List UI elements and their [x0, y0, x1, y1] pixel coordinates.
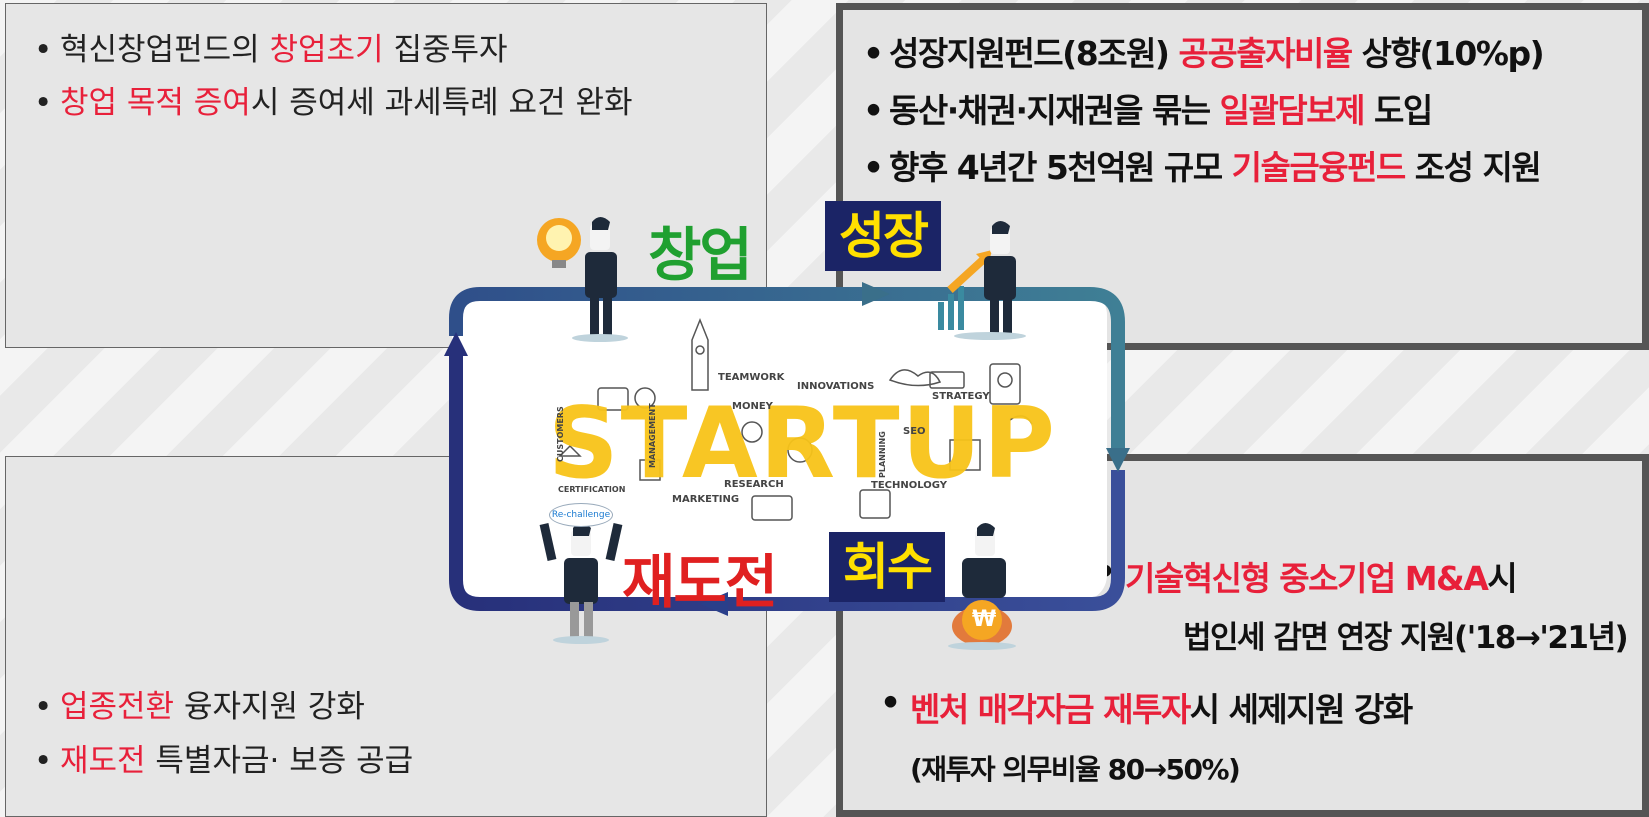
startup-bullet: 창업 목적 증여시 증여세 과세특례 요건 완화: [26, 77, 632, 130]
rechallenge-badge: Re-challenge: [549, 503, 613, 527]
doodle-label-marketing: MARKETING: [672, 494, 740, 505]
bullet-text: 상향(10%p): [1351, 34, 1545, 73]
stage-label-restart: 재도전: [622, 548, 778, 616]
businessman-startup-figure: [572, 217, 628, 342]
bullet-highlight: 창업초기: [269, 32, 384, 68]
businessman-exit-figure: [948, 523, 1016, 650]
doodle-label-planning: PLANNING: [878, 431, 887, 478]
doodle-label-innovations: INNOVATIONS: [797, 381, 875, 392]
exit-bullet-reinvest: 벤처 매각자금 재투자시 세제지원 강화: [880, 683, 1414, 731]
bullet-text: 성장지원펀드(8조원): [889, 34, 1179, 73]
bullet-text: 집중투자: [383, 32, 508, 68]
bullet-highlight: 재도전: [60, 743, 146, 779]
arrow-right-icon: [862, 282, 890, 306]
bullet-text: 시 세제지원 강화: [1189, 690, 1414, 729]
startup-cycle-hub: [452, 289, 1107, 601]
bullet-text: 향후 4년간 5천억원 규모: [889, 148, 1232, 187]
arrow-left-icon: [700, 592, 728, 616]
doodle-label-strategy: STRATEGY: [932, 391, 990, 402]
bullet-highlight: 일괄담보제: [1219, 91, 1366, 130]
bullet-text: 특별자금· 보증 공급: [145, 743, 414, 779]
doodle-label-management: MANAGEMENT: [648, 403, 657, 468]
bullet-highlight: 공공출자비율: [1178, 34, 1354, 73]
stage-label-growth: 성장: [825, 201, 941, 271]
lightbulb-icon: [537, 218, 581, 268]
stage-label-startup: 창업: [648, 221, 753, 289]
won-coin-icon: ₩: [972, 607, 997, 632]
growth-bullet: 성장지원펀드(8조원) 공공출자비율 상향(10%p): [855, 25, 1545, 82]
arrow-up-icon: [444, 332, 468, 356]
doodle-label-research: RESEARCH: [724, 479, 784, 490]
bullet-text: 융자지원 강화: [174, 689, 365, 725]
bullet-text: 시 증여세 과세특례 요건 완화: [250, 85, 633, 121]
bullet-text: 동산·채권·지재권을 묶는: [889, 91, 1220, 130]
startup-bullet-list: 혁신창업펀드의 창업초기 집중투자 창업 목적 증여시 증여세 과세특례 요건 …: [26, 24, 632, 130]
doodle-label-seo: SEO: [903, 426, 926, 437]
restart-bullet: 업종전환 융자지원 강화: [26, 680, 413, 734]
bullet-text: 조성 지원: [1404, 148, 1542, 187]
exit-bullet-reinvest-detail: (재투자 의무비율 80→50%): [910, 753, 1241, 786]
growth-bullet: 동산·채권·지재권을 묶는 일괄담보제 도입: [855, 82, 1543, 139]
bullet-highlight: 기술혁신형 중소기업 M&A: [1125, 559, 1489, 598]
businessman-restart-figure: [539, 523, 623, 644]
restart-bullet: 재도전 특별자금· 보증 공급: [26, 734, 413, 788]
startup-bullet: 혁신창업펀드의 창업초기 집중투자: [26, 24, 632, 77]
doodle-label-customers: CUSTOMERS: [556, 406, 565, 462]
restart-bullet-list: 업종전환 융자지원 강화 재도전 특별자금· 보증 공급: [26, 680, 413, 788]
bullet-highlight: 벤처 매각자금 재투자: [910, 690, 1191, 729]
doodle-label-money: MONEY: [732, 401, 773, 412]
bullet-highlight: 창업 목적 증여: [60, 85, 251, 121]
cycle-path-top: [449, 287, 1125, 448]
bullet-highlight: 기술금융펀드: [1231, 148, 1407, 187]
arrow-down-icon: [1106, 448, 1130, 472]
growth-bullet: 향후 4년간 5천억원 규모 기술금융펀드 조성 지원: [855, 139, 1543, 196]
cycle-path-bottom: [449, 352, 1125, 611]
startup-title: STARTUP: [548, 387, 1057, 501]
exit-bullet-ma: 기술혁신형 중소기업 M&A시: [1095, 552, 1518, 600]
bullet-text: 혁신창업펀드의: [60, 32, 270, 68]
bullet-text: 도입: [1363, 91, 1433, 130]
stage-label-exit: 회수: [829, 532, 945, 602]
bullet-text: 시: [1487, 559, 1517, 598]
doodle-label-certification: CERTIFICATION: [558, 485, 626, 494]
exit-bullet-ma-detail: 법인세 감면 연장 지원('18→'21년): [1183, 620, 1629, 656]
businessman-growth-figure: [938, 221, 1026, 340]
bullet-highlight: 업종전환: [60, 689, 175, 725]
doodle-label-teamwork: TEAMWORK: [718, 372, 785, 383]
startup-doodles: [558, 317, 1033, 521]
growth-bullet-list: 성장지원펀드(8조원) 공공출자비율 상향(10%p) 동산·채권·지재권을 묶…: [855, 25, 1545, 196]
doodle-label-technology: TECHNOLOGY: [871, 480, 947, 491]
